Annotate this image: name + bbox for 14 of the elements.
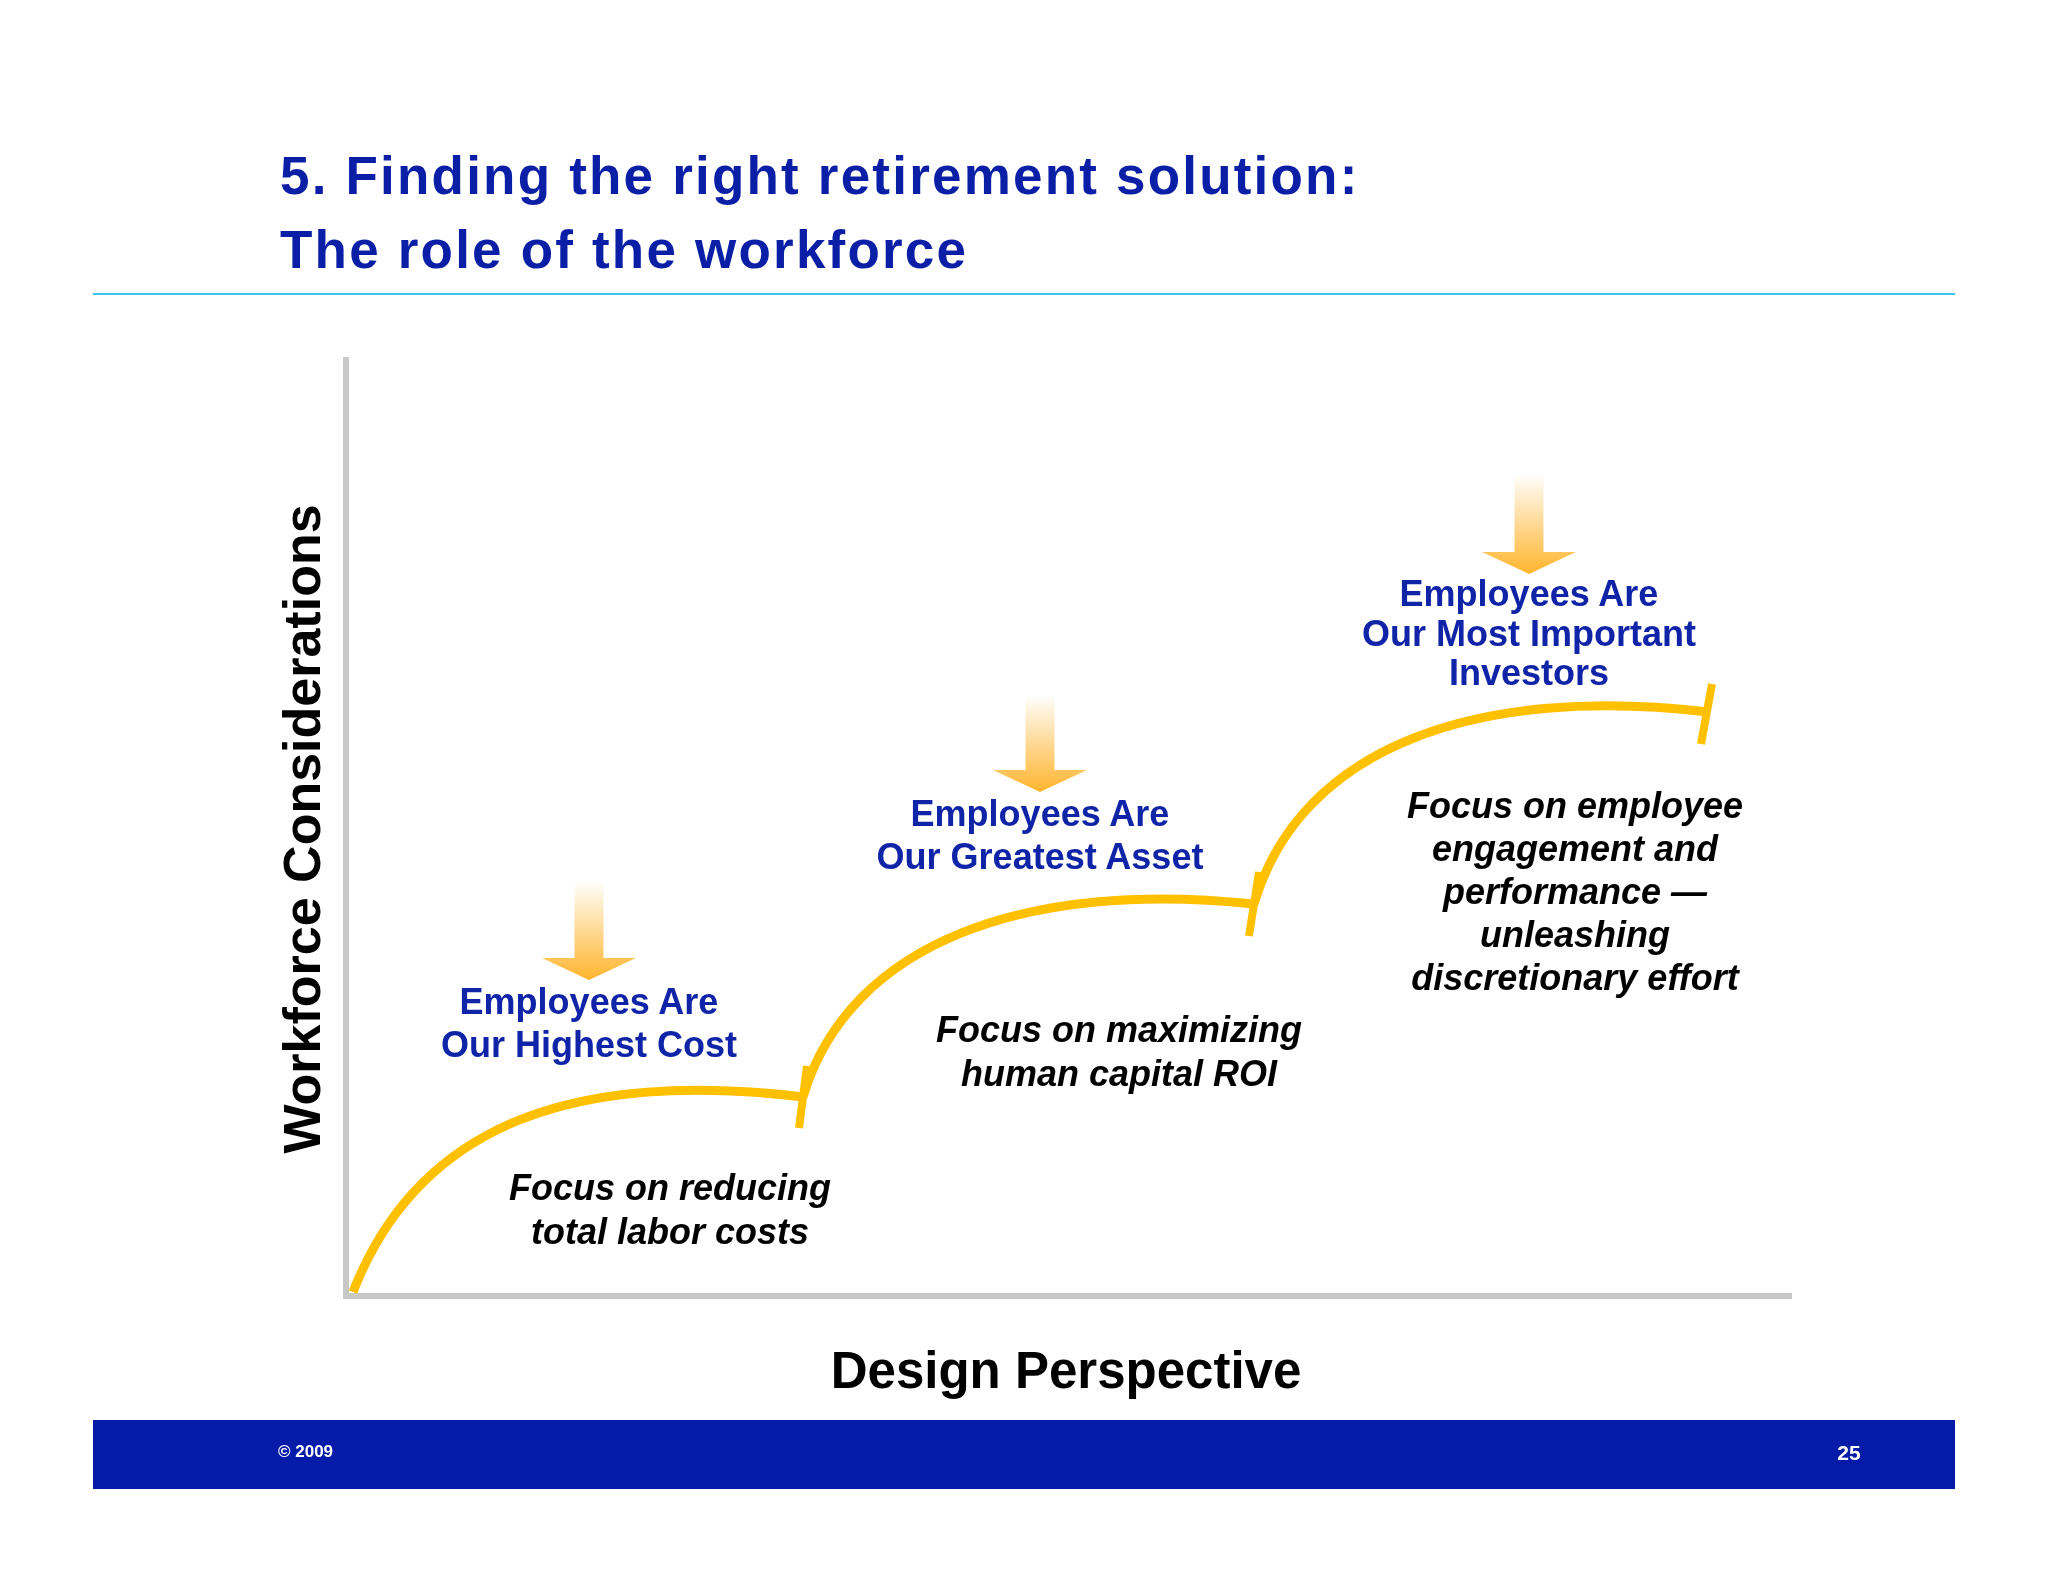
stage-heading: Employees Are Our Most Important Investors: [1362, 574, 1696, 693]
focus-note: Focus on employee engagement and performance — unleashing discretionary effort: [1406, 784, 1744, 999]
slide-title: 5. Finding the right retirement solution: The role of the workforce: [280, 145, 1360, 281]
down-arrow: [993, 695, 1087, 792]
focus-note: Focus on maximizing human capital ROI: [936, 1008, 1302, 1096]
axis-title: Design Perspective: [830, 1341, 1302, 1401]
focus-note: Focus on reducing total labor costs: [509, 1166, 831, 1254]
stage-heading: Employees Are Our Greatest Asset: [876, 792, 1204, 878]
page-number: 25: [1837, 1440, 1861, 1466]
axis-title: Workforce Considerations: [273, 504, 333, 1154]
down-arrow: [1482, 474, 1576, 574]
copyright-text: © 2009: [278, 1442, 334, 1462]
down-arrow: [542, 881, 636, 980]
stage-heading: Employees Are Our Highest Cost: [441, 980, 737, 1066]
